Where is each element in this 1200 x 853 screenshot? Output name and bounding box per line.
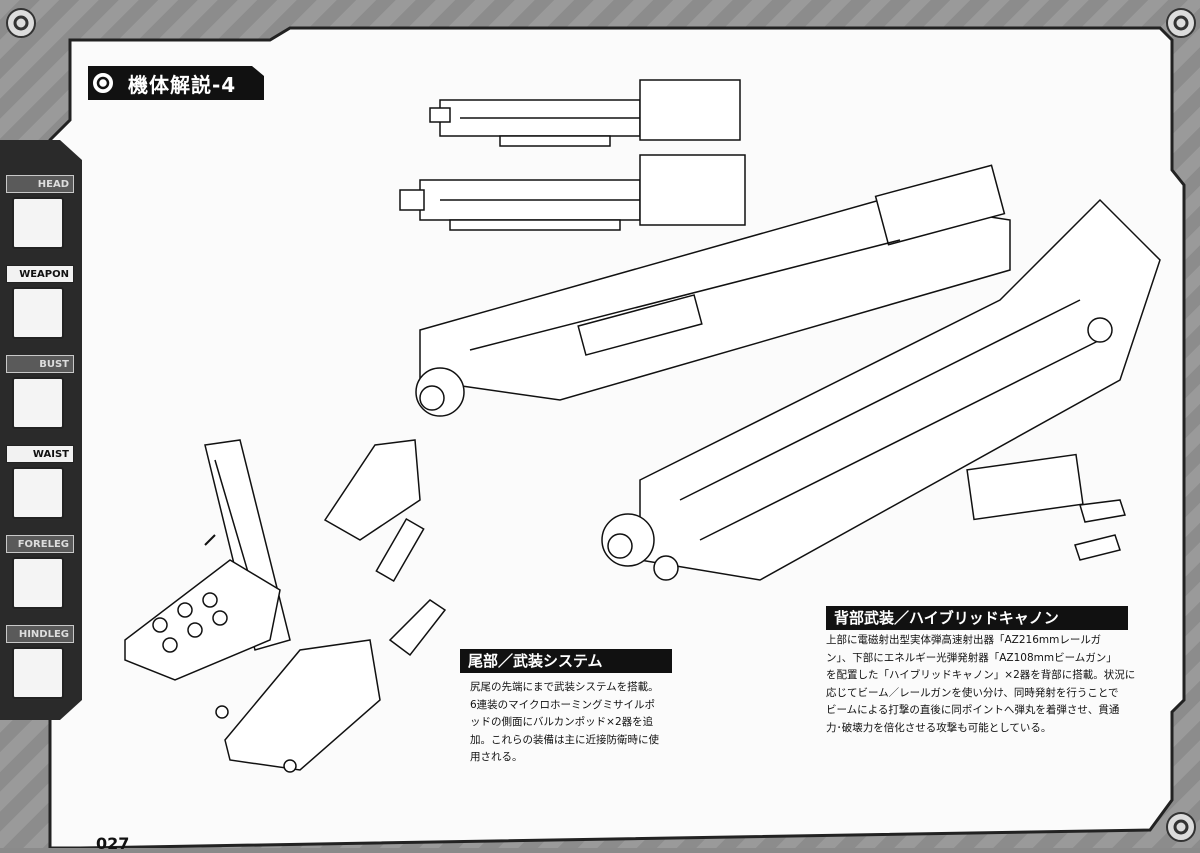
bust-thumbnail-icon	[12, 377, 64, 429]
hindleg-thumbnail-icon	[12, 647, 64, 699]
nav-label: FORELEG	[6, 535, 74, 553]
nav-label: WEAPON	[6, 265, 74, 283]
vulcan-pod-illustration	[323, 439, 447, 657]
back-section-body: 上部に電磁射出型実体弾高速射出器「AZ216mmレールガ ン」、下部にエネルギー…	[826, 634, 1136, 734]
head-thumbnail-icon	[12, 197, 64, 249]
page-title: 機体解説-4	[88, 66, 264, 100]
gear-emblem-icon	[6, 8, 36, 38]
nav-label: HINDLEG	[6, 625, 74, 643]
tail-lower-pod-illustration	[215, 639, 381, 773]
hybrid-cannon-upper-illustration	[415, 164, 1011, 417]
cannon-side-view-illustration	[399, 154, 746, 231]
tail-section-heading: 尾部／武装システム	[460, 649, 672, 673]
cannon-top-view-illustration	[429, 79, 741, 147]
foreleg-thumbnail-icon	[12, 557, 64, 609]
gear-emblem-icon	[1166, 812, 1196, 842]
weapon-thumbnail-icon	[12, 287, 64, 339]
page-title-text: 機体解説-4	[128, 72, 237, 97]
tail-section-body: 尻尾の先端にまで武装システムを搭載。 6連装のマイクロホーミングミサイルポ ッド…	[470, 681, 659, 763]
nav-label: HEAD	[6, 175, 74, 193]
hybrid-cannon-lower-illustration	[601, 198, 1161, 581]
waist-thumbnail-icon	[12, 467, 64, 519]
arrow-icon	[204, 534, 216, 546]
missile-pod-illustration	[966, 453, 1126, 561]
gear-emblem-icon	[1166, 8, 1196, 38]
page-number: 027	[96, 834, 130, 853]
back-section-heading: 背部武装／ハイブリッドキャノン	[826, 606, 1128, 630]
tail-launcher-illustration	[124, 559, 281, 681]
nav-label: BUST	[6, 355, 74, 373]
nav-label: WAIST	[6, 445, 74, 463]
